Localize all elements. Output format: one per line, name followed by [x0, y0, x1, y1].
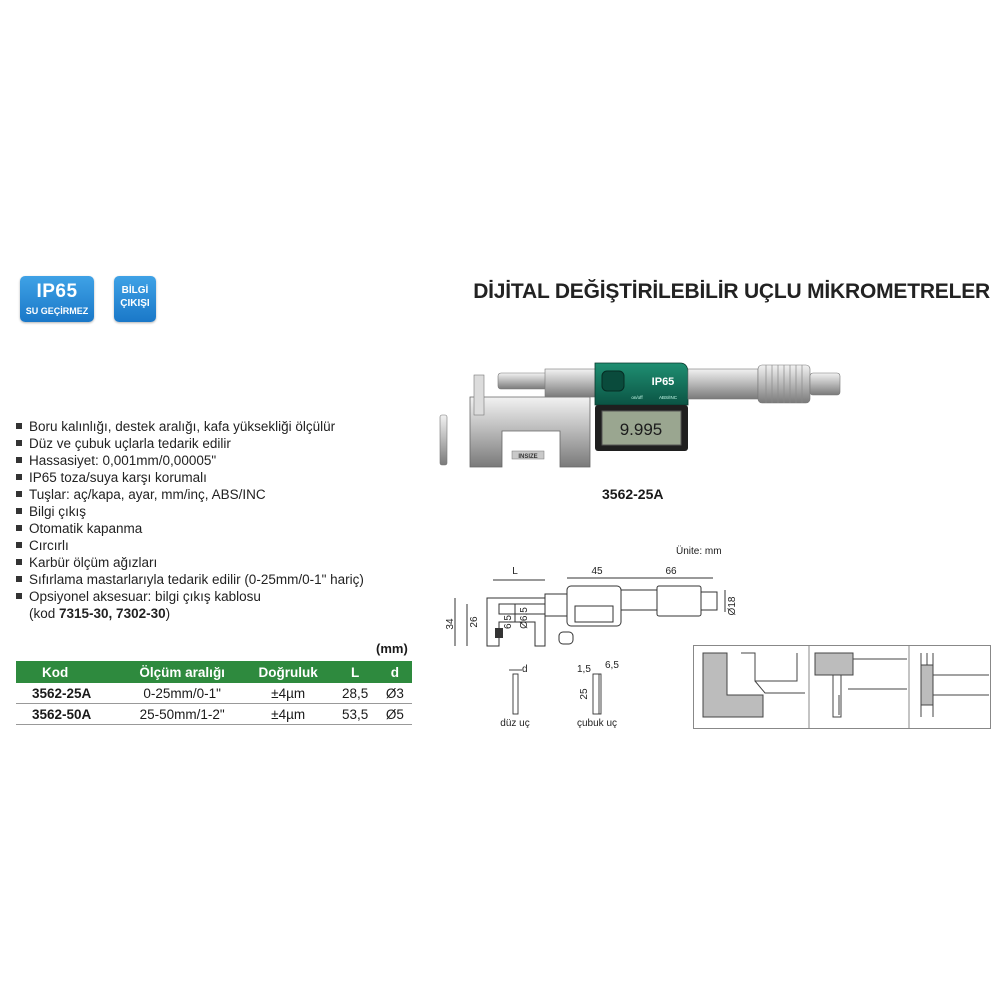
dim-o18: Ø18	[727, 596, 738, 615]
bullet-icon	[16, 542, 22, 548]
unit-label: Ünite: mm	[676, 546, 722, 557]
bullet-icon	[16, 559, 22, 565]
bullet-icon	[16, 440, 22, 446]
feature-item: Sıfırlama mastarlarıyla tedarik edilir (…	[16, 571, 364, 588]
feature-item: Düz ve çubuk uçlarla tedarik edilir	[16, 435, 364, 452]
header-accuracy: Doğruluk	[243, 661, 333, 683]
bullet-icon	[16, 576, 22, 582]
display-ip65-label: IP65	[652, 376, 675, 388]
rod-tip-65: 6,5	[605, 660, 619, 671]
rod-tip-15: 1,5	[577, 664, 591, 675]
rod-tip-25: 25	[579, 688, 590, 700]
table-row: 3562-25A 0-25mm/0-1" ±4µm 28,5 Ø3	[16, 683, 412, 704]
data-output-badge: BİLGİ ÇIKIŞI	[114, 276, 156, 322]
feature-item: Opsiyonel aksesuar: bilgi çıkış kablosu	[16, 588, 364, 605]
flat-tip-caption: düz uç	[500, 718, 529, 729]
bullet-icon	[16, 474, 22, 480]
bullet-icon	[16, 457, 22, 463]
feature-item: Bilgi çıkış	[16, 503, 364, 520]
brand-logo: INSIZE	[518, 454, 537, 460]
feature-list: Boru kalınlığı, destek aralığı, kafa yük…	[16, 418, 364, 622]
rod-tip-caption: çubuk uç	[577, 718, 617, 729]
abs-inc-label: ABS/INC	[659, 395, 678, 400]
feature-item: Hassasiyet: 0,001mm/0,00005"	[16, 452, 364, 469]
flat-tip-d: d	[522, 664, 528, 675]
micrometer-illustration: INSIZE IP65 on/off ABS/INC 9.995	[439, 362, 841, 468]
spec-table: Kod Ölçüm aralığı Doğruluk L d 3562-25A …	[16, 661, 412, 725]
feature-item: Boru kalınlığı, destek aralığı, kafa yük…	[16, 418, 364, 435]
dim-65: 6,5	[503, 615, 514, 629]
header-code: Kod	[16, 661, 121, 683]
bullet-icon	[16, 593, 22, 599]
feature-item: Karbür ölçüm ağızları	[16, 554, 364, 571]
ip65-badge: IP65 SU GEÇİRMEZ	[20, 276, 94, 322]
feature-item: IP65 toza/suya karşı korumalı	[16, 469, 364, 486]
application-sketches	[693, 645, 991, 729]
data-output-badge-line1: BİLGİ	[121, 285, 149, 296]
dim-o65: Ø6,5	[519, 607, 530, 629]
ip65-badge-title: IP65	[36, 281, 78, 302]
dim-66: 66	[665, 566, 677, 577]
table-unit: (mm)	[376, 641, 408, 656]
feature-item: Cırcırlı	[16, 537, 364, 554]
ip65-badge-subtitle: SU GEÇİRMEZ	[25, 306, 89, 316]
data-output-badge-line2: ÇIKIŞI	[120, 298, 150, 309]
table-header-row: Kod Ölçüm aralığı Doğruluk L d	[16, 661, 412, 683]
header-d: d	[377, 661, 412, 683]
dim-34: 34	[445, 618, 456, 630]
table-row: 3562-50A 25-50mm/1-2" ±4µm 53,5 Ø5	[16, 703, 412, 725]
dim-26: 26	[469, 616, 480, 628]
lcd-reading: 9.995	[620, 420, 663, 439]
feature-item: Otomatik kapanma	[16, 520, 364, 537]
header-range: Ölçüm aralığı	[120, 661, 244, 683]
feature-note: (kod 7315-30, 7302-30)	[29, 606, 171, 621]
bullet-icon	[16, 491, 22, 497]
product-model-caption: 3562-25A	[602, 486, 664, 502]
header-l: L	[332, 661, 378, 683]
dim-l: L	[512, 566, 518, 577]
bullet-icon	[16, 525, 22, 531]
on-off-label: on/off	[631, 395, 643, 400]
bullet-icon	[16, 423, 22, 429]
dimension-drawing: L 45 66 Ø18 34 26 6,5 Ø6,5 d düz uç 1,5 …	[445, 566, 738, 729]
page-title: DİJİTAL DEĞİŞTİRİLEBİLİR UÇLU MİKROMETRE…	[473, 280, 990, 303]
feature-item: Tuşlar: aç/kapa, ayar, mm/inç, ABS/INC	[16, 486, 364, 503]
bullet-icon	[16, 508, 22, 514]
dim-45: 45	[591, 566, 603, 577]
